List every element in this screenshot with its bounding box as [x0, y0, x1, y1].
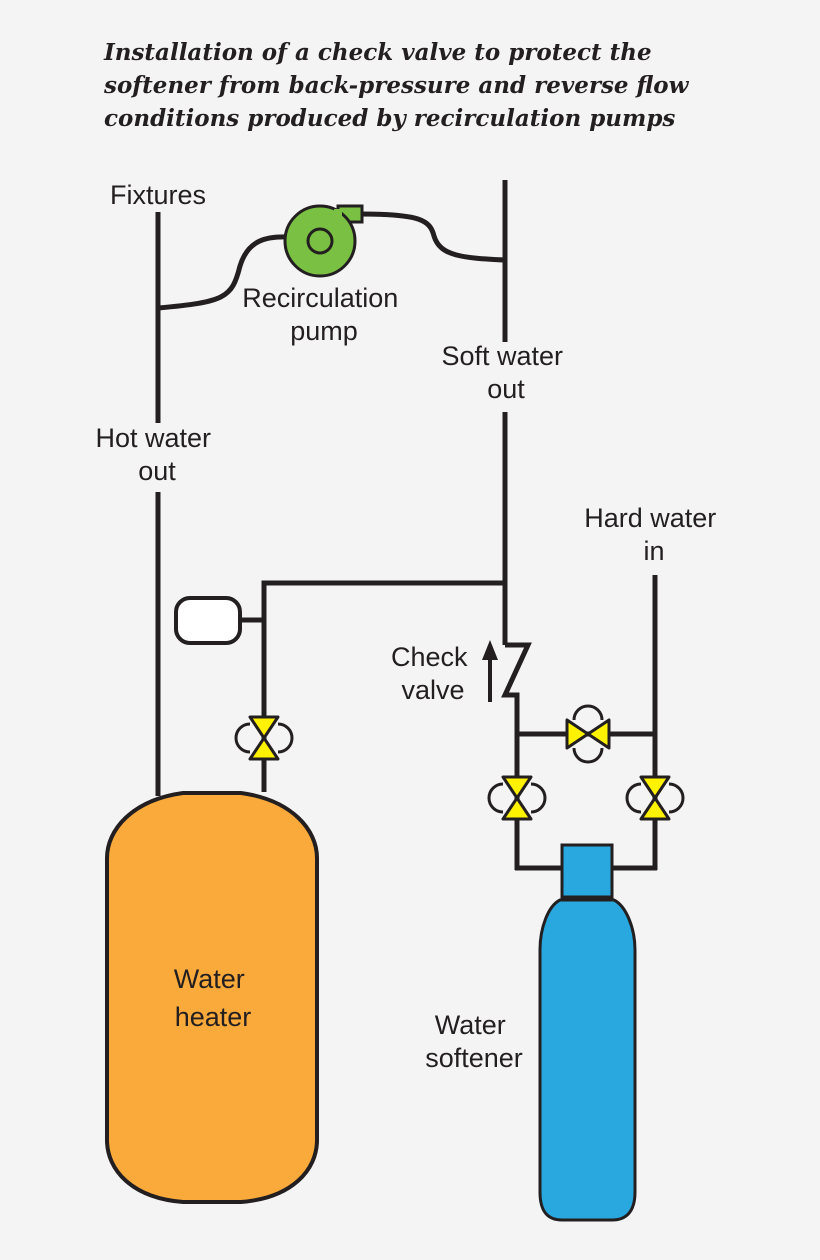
water-heater-label-line-2: heater	[175, 1002, 252, 1032]
hard-water-in-label-line-1: Hard water	[584, 503, 716, 533]
hot-water-out-label-line-1: Hot water	[95, 423, 211, 453]
title-line-3: conditions produced by recirculation pum…	[104, 105, 676, 132]
check-valve-label: Check valve	[391, 642, 475, 705]
soft-water-out-label: Soft water out	[441, 341, 570, 404]
flow-direction-arrow	[482, 640, 498, 702]
heater-inlet-valve	[234, 715, 294, 761]
check-valve	[501, 642, 532, 734]
recirculation-pump-label-line-1: Recirculation	[242, 283, 398, 313]
soft-water-out-label-line-2: out	[487, 374, 525, 404]
water-softener-label-line-1: Water	[435, 1010, 506, 1040]
diagram-title: Installation of a check valve to protect…	[104, 36, 804, 135]
recirculation-pump-label-line-2: pump	[290, 316, 358, 346]
recirculation-pump-label: Recirculation pump	[242, 283, 406, 346]
softener-inlet-valve	[625, 775, 685, 821]
title-line-2: softener from back-pressure and reverse …	[104, 72, 689, 99]
title-line-1: Installation of a check valve to protect…	[104, 39, 652, 66]
recirculation-pipe-right	[359, 211, 506, 263]
softener-control-head	[560, 843, 614, 899]
check-valve-label-line-2: valve	[401, 675, 464, 705]
water-heater-label: Water heater	[174, 964, 253, 1032]
check-valve-label-line-1: Check	[391, 642, 468, 672]
softener-outlet-valve	[487, 775, 547, 821]
bypass-valve	[565, 704, 611, 764]
hot-water-out-label: Hot water out	[95, 423, 218, 486]
fixtures-label: Fixtures	[110, 180, 206, 210]
hard-water-in-label-line-2: in	[643, 536, 664, 566]
recirculation-pipe-left	[157, 234, 291, 311]
water-softener-label-line-2: softener	[425, 1043, 523, 1073]
recirculation-pump	[283, 204, 364, 278]
expansion-tank	[174, 596, 242, 645]
water-softener-label: Water softener	[425, 1010, 523, 1073]
water-heater-label-line-1: Water	[174, 964, 245, 994]
hard-water-in-label: Hard water in	[584, 503, 724, 566]
water-softener-tank	[538, 898, 637, 1222]
soft-water-out-label-line-1: Soft water	[441, 341, 563, 371]
hot-water-out-label-line-2: out	[138, 456, 176, 486]
heater-inlet-pipe	[261, 580, 505, 792]
water-heater-tank	[105, 791, 319, 1204]
